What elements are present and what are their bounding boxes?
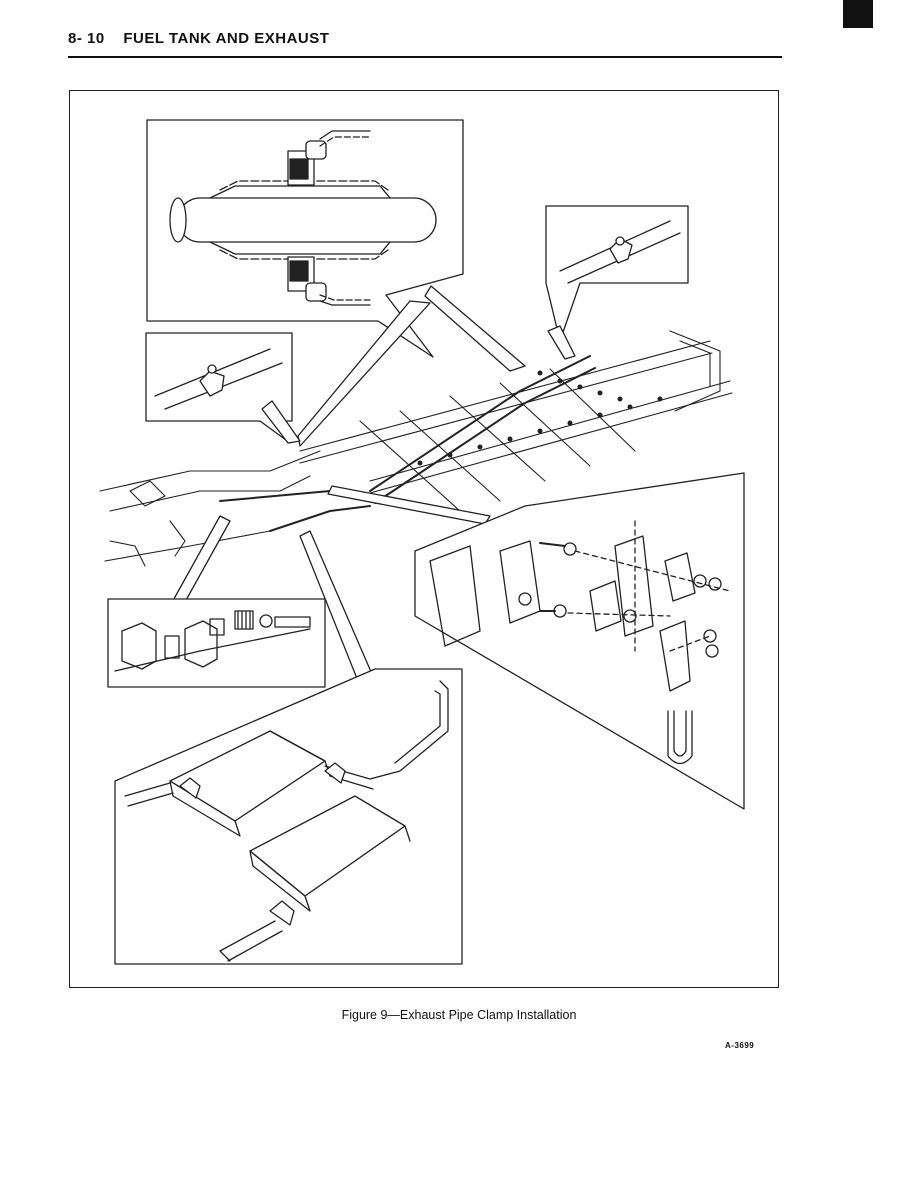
page-tab-marker xyxy=(843,0,873,28)
leader-arrows xyxy=(169,285,576,687)
inset-mufflers xyxy=(114,668,463,965)
section-title: FUEL TANK AND EXHAUST xyxy=(123,30,330,47)
vehicle-frame xyxy=(99,330,733,567)
figure-caption: Figure 9—Exhaust Pipe Clamp Installation xyxy=(341,1008,577,1022)
page-number: 8- 10 xyxy=(68,30,105,47)
inset-clamp-section xyxy=(146,119,464,358)
inset-hanger-bracket xyxy=(414,472,745,810)
figure-id-label: A-3699 xyxy=(725,1041,755,1050)
inset-flange-joint xyxy=(107,598,326,688)
exhaust-clamp-illustration xyxy=(99,119,745,965)
inset-rear-clamp xyxy=(545,205,689,342)
page-header: 8- 10 FUEL TANK AND EXHAUST xyxy=(68,30,329,47)
inset-front-clamp xyxy=(145,332,293,444)
header-rule xyxy=(68,56,782,58)
figure-frame: A-3699 xyxy=(69,90,779,1050)
